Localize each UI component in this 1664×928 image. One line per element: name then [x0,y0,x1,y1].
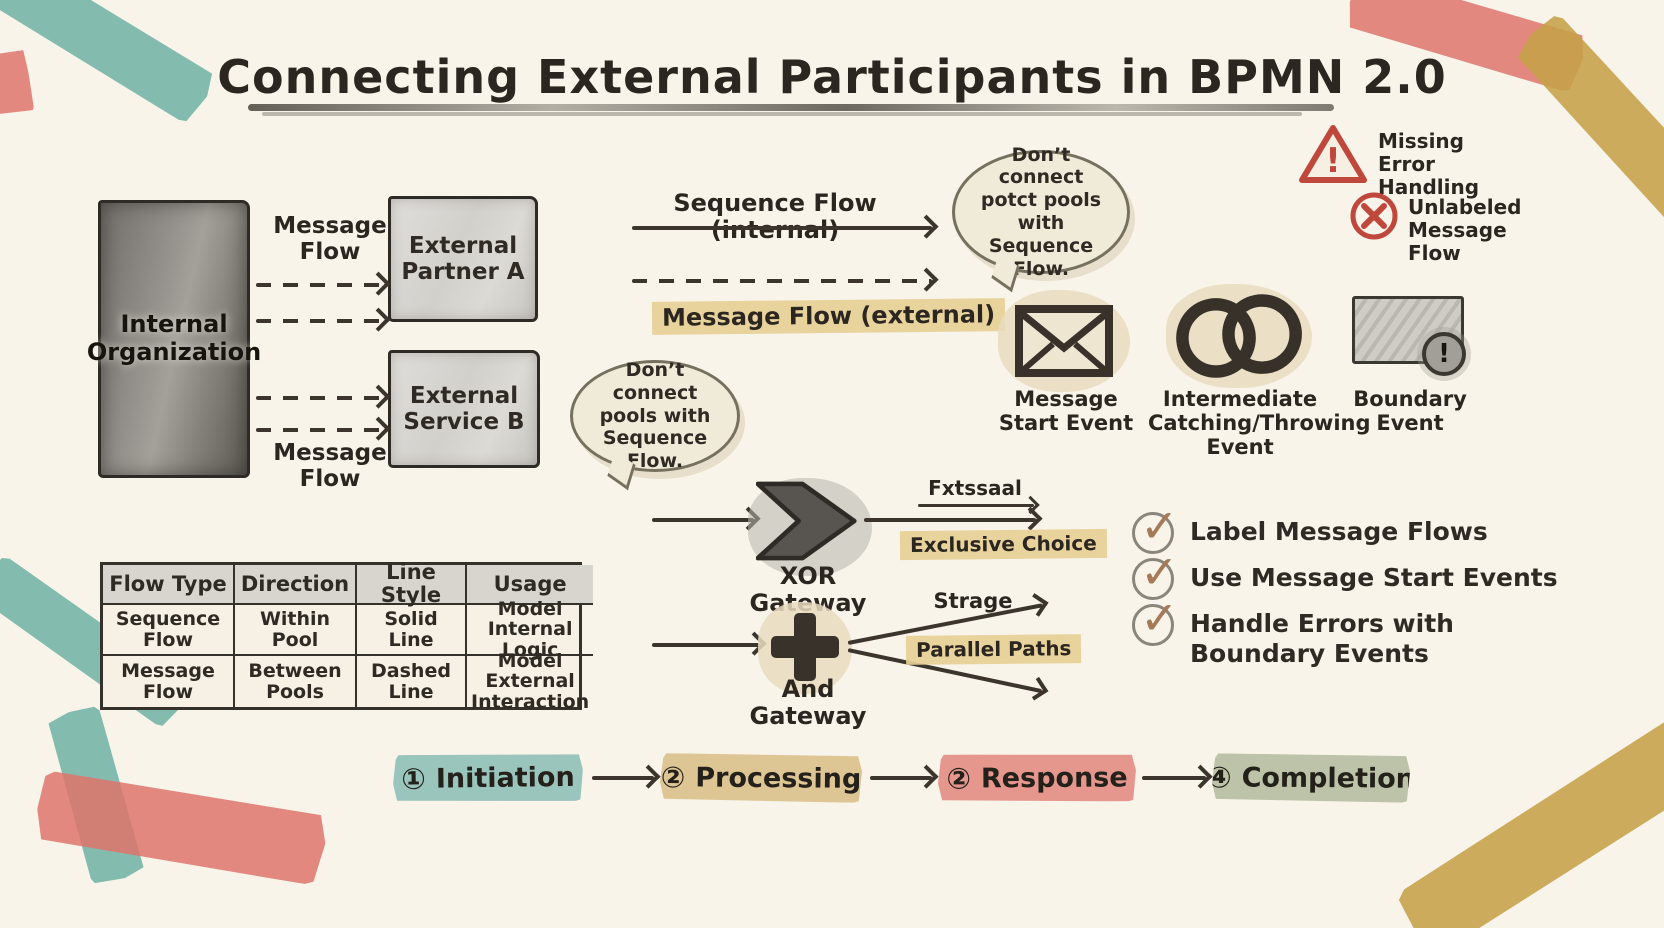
svg-text:!: ! [1325,141,1341,181]
table-header-line-style: Line Style [357,561,467,606]
parallel-paths-tag: Parallel Paths [905,634,1082,665]
xor-branch-top-label: Fxtssaal [928,476,1022,500]
and-gateway-icon [766,608,844,686]
step-number: ① [401,761,427,797]
table-cell: Dashed Line [357,656,467,707]
step-response: ② Response [938,753,1136,802]
check-circle-icon: ✓ [1132,499,1179,554]
check-circle-icon: ✓ [1132,591,1179,646]
table-cell: Model External Interaction [471,649,590,713]
and-gateway-label: And Gateway [749,675,867,731]
checkmark-icon: ✓ [1140,545,1179,599]
step-label: Response [980,761,1128,794]
boundary-event-label: Boundary Event [1353,387,1467,435]
double-ring-blob [1166,284,1312,388]
table-cell: Within Pool [235,605,357,656]
title-underline [248,104,1334,111]
checkmark-icon: ✓ [1140,591,1179,645]
unlabeled-message-flow-label: Unlabeled Message Flow [1408,195,1522,265]
warning-triangle-icon: ! [1298,122,1368,190]
checkmark-icon: ✓ [1140,499,1179,553]
flow-comparison-table: Flow Type Direction Line Style Usage Seq… [100,561,594,712]
internal-organization-pool: Internal Organization [87,200,261,478]
checklist-item-label: Handle Errors with Boundary Events [1190,609,1454,668]
speech-bubble-bottom: Don’t connect pools with Sequence Flow. [570,359,740,472]
external-partner-a-pool: External Partner A [388,196,538,322]
step-arrow-3 [1142,776,1206,780]
table-cell: Model Internal Logic [467,598,594,660]
speech-bubble-top-text: Don’t connect potct pools with Sequence … [980,143,1102,280]
speech-bubble-top: Don’t connect potct pools with Sequence … [952,144,1130,280]
intermediate-event-label: Intermediate Catching/Throwing Event [1148,387,1371,459]
title-underline-2 [262,112,1302,116]
external-service-b-pool: External Service B [388,350,540,468]
and-branch-top-label: Strage [933,589,1013,613]
step-label: Processing [695,761,862,795]
table-cell: Solid Line [357,605,467,656]
check-circle-icon: ✓ [1132,545,1179,600]
message-flow-arrow-2 [256,319,384,323]
xor-gateway-icon [755,480,858,566]
table-header-direction: Direction [235,565,357,605]
step-label: Initiation [435,761,575,795]
message-flow-legend-label: Message Flow (external) [651,298,1006,335]
message-flow-arrow-4 [256,428,384,432]
step-number: ② [660,760,686,795]
message-flow-arrow-1 [256,283,384,287]
xor-out-arrow [864,518,1036,522]
message-flow-label-top: Message Flow [273,213,387,266]
checklist-item: ✓ Handle Errors with Boundary Events [1132,591,1460,668]
xor-branch-top-arrow [918,504,1034,507]
speech-bubble-bottom-text: Don’t connect pools with Sequence Flow. [599,359,711,473]
message-flow-legend-arrow [632,279,932,283]
table-header-flow-type: Flow Type [103,565,235,605]
double-ring-icon [1168,288,1312,388]
envelope-icon [1014,304,1114,382]
xor-in-arrow [652,518,754,522]
sequence-flow-legend-label: Sequence Flow (internal) [673,189,877,245]
exclusive-choice-tag: Exclusive Choice [899,528,1107,561]
table-cell: Sequence Flow [103,605,235,656]
cross-circle-icon [1348,190,1400,246]
step-label: Completion [1241,762,1416,795]
message-flow-arrow-3 [256,396,384,400]
checklist-item: ✓ Label Message Flows [1132,499,1488,554]
step-processing: ② Processing [660,753,862,803]
boundary-exclamation-badge: ! [1422,332,1466,376]
checklist-item: ✓ Use Message Start Events [1132,545,1558,600]
message-start-event-label: Message Start Event [998,387,1134,435]
step-arrow-1 [592,776,654,780]
table-header-usage: Usage [467,565,594,605]
message-flow-label-bottom: Message Flow [273,440,387,493]
sequence-flow-legend-arrow [632,226,932,230]
internal-organization-label: Internal Organization [86,310,262,366]
checklist-item-label: Label Message Flows [1190,517,1488,546]
page-title: Connecting External Participants in BPMN… [217,50,1447,104]
table-cell: Message Flow [103,656,235,707]
step-number: ② [946,761,972,796]
step-completion: ④ Completion [1212,753,1410,802]
step-initiation: ① Initiation [393,753,584,803]
and-in-arrow [652,643,760,647]
missing-error-handling-label: Missing Error Handling [1378,129,1480,199]
step-arrow-2 [870,776,932,780]
checklist-item-label: Use Message Start Events [1190,563,1558,592]
table-cell: Between Pools [235,656,357,707]
